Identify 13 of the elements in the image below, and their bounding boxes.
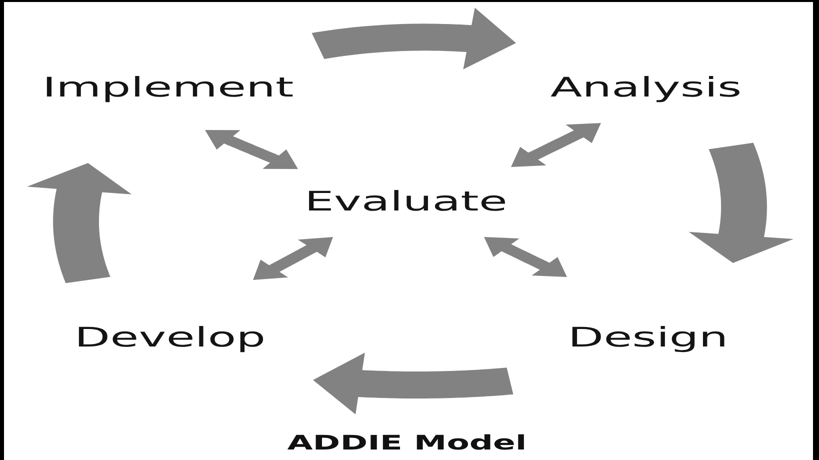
stage-label: Develop: [74, 322, 266, 354]
curved-arrow: [27, 163, 132, 284]
curved-arrow: [688, 142, 794, 263]
double-arrow: [484, 237, 567, 277]
curved-arrow: [313, 352, 514, 414]
stage-label: Design: [568, 322, 728, 354]
stage-label: Analysis: [550, 72, 742, 104]
diagram-caption: ADDIE Model: [287, 432, 527, 454]
double-arrow: [253, 237, 333, 280]
stage-label: Evaluate: [304, 186, 508, 218]
double-arrow: [205, 130, 298, 169]
double-arrow: [511, 123, 601, 167]
stage-label: Implement: [42, 72, 294, 104]
